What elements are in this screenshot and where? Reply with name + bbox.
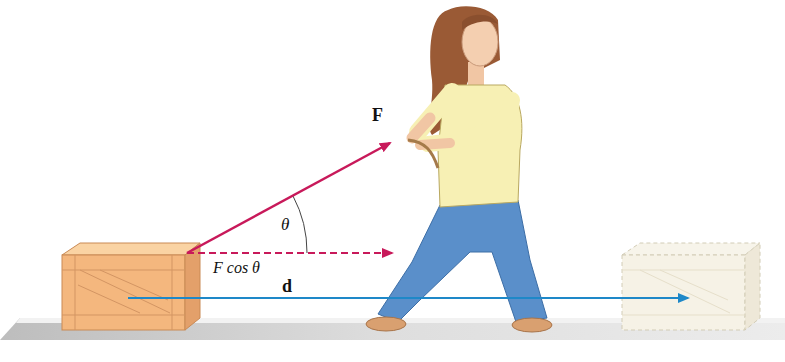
force-vector bbox=[187, 143, 390, 253]
woman-figure bbox=[366, 6, 552, 332]
force-component bbox=[187, 252, 392, 254]
displacement-vector bbox=[128, 297, 688, 299]
force-label: F bbox=[372, 106, 383, 126]
crate bbox=[62, 243, 200, 330]
angle-arc bbox=[293, 196, 307, 253]
displacement-label: d bbox=[282, 277, 292, 297]
component-label: F cos θ bbox=[213, 259, 260, 277]
crate-final-position bbox=[622, 243, 760, 330]
angle-label: θ bbox=[281, 216, 289, 235]
